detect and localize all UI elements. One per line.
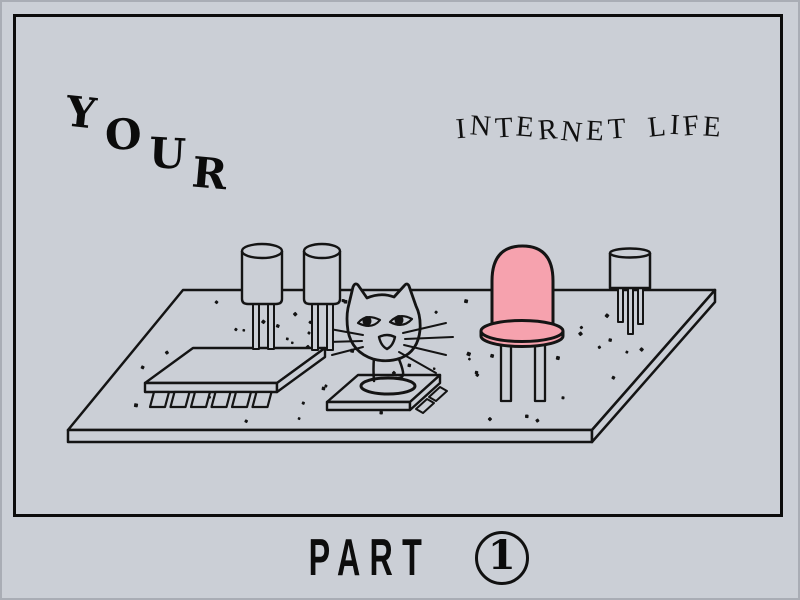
board-dot xyxy=(242,328,246,332)
board-dot xyxy=(140,365,145,370)
cat-icon xyxy=(327,282,454,396)
board-dot xyxy=(434,310,438,314)
part-label: PART xyxy=(308,529,432,587)
board-dot xyxy=(234,327,238,332)
board-dot xyxy=(535,418,540,423)
board-dot xyxy=(597,345,602,350)
board-dot xyxy=(490,353,495,358)
board-dot xyxy=(579,325,584,330)
board-dot xyxy=(133,403,139,408)
board-dot xyxy=(324,384,328,388)
board-dot xyxy=(244,419,249,424)
board-dot xyxy=(307,331,311,335)
board-dot xyxy=(608,338,613,342)
board-dot xyxy=(321,386,326,391)
board-dot xyxy=(467,357,471,361)
board-dot xyxy=(261,319,266,325)
board-dot xyxy=(301,401,306,405)
board-dot xyxy=(625,350,629,354)
board-dot xyxy=(639,347,644,352)
board-dot xyxy=(341,298,345,303)
board-dot xyxy=(475,373,480,377)
led-icon xyxy=(479,244,565,403)
board-dot xyxy=(561,396,565,400)
board-dot xyxy=(164,350,169,355)
transistor-icon xyxy=(608,247,652,335)
board-dot xyxy=(275,324,280,328)
board-dot xyxy=(214,300,219,305)
ic-chip-icon xyxy=(143,346,327,409)
board-dot xyxy=(611,375,616,380)
footer-part-row: PART 1 xyxy=(0,531,800,585)
board-dot xyxy=(525,414,529,419)
board-dot xyxy=(432,367,436,371)
part-number: 1 xyxy=(487,532,516,579)
board-dot xyxy=(466,351,472,357)
board-dot xyxy=(407,363,412,368)
board-dot xyxy=(487,416,493,422)
board-dot xyxy=(379,410,383,415)
board-dot xyxy=(604,313,610,319)
capacitor-icon xyxy=(302,242,342,351)
part-number-badge: 1 xyxy=(474,531,529,585)
outer-frame xyxy=(13,14,783,517)
board-dot xyxy=(578,331,583,337)
board-dot xyxy=(292,311,298,317)
board-dot xyxy=(290,341,294,345)
board-dot xyxy=(285,337,289,341)
board-dot xyxy=(463,299,469,304)
capacitor-icon xyxy=(240,242,284,350)
board-dot xyxy=(297,417,301,421)
board-dot xyxy=(555,355,561,361)
